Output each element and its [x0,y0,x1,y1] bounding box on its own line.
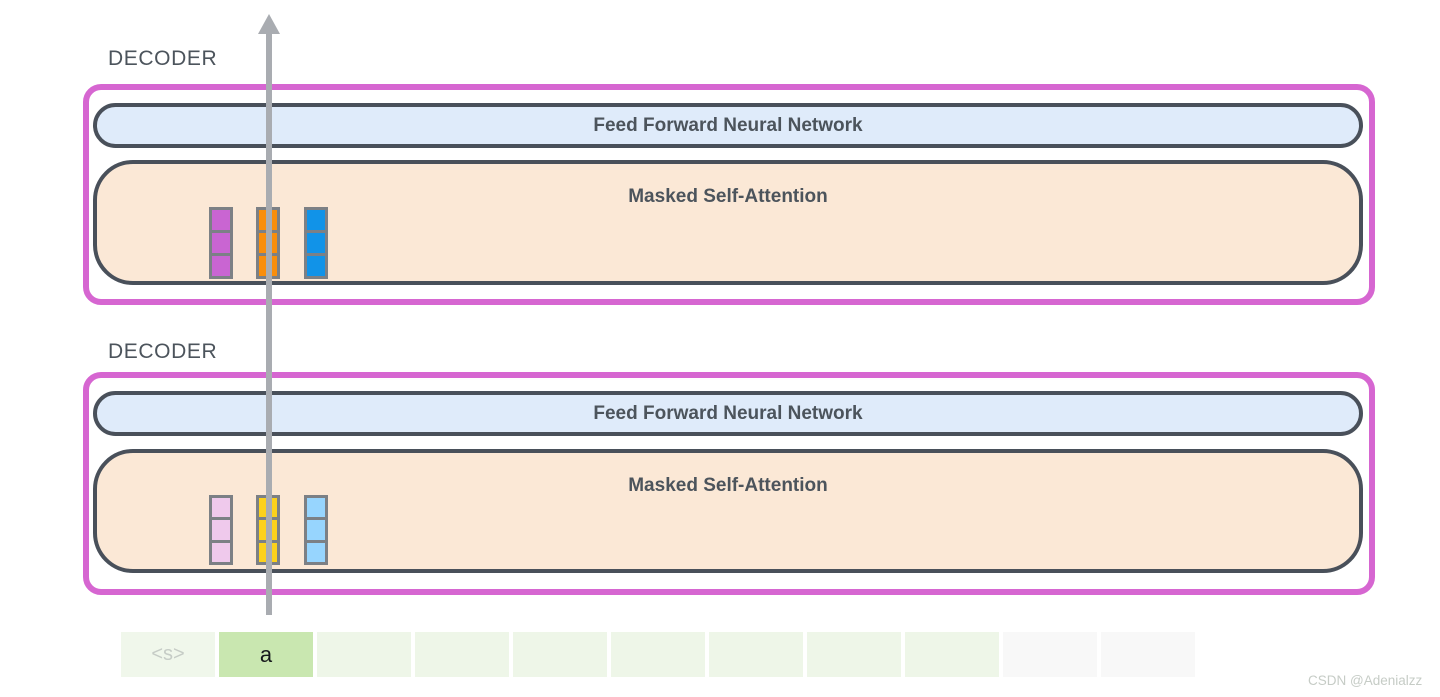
masked-self-attention-label-top: Masked Self-Attention [628,186,828,207]
vector-cell [307,233,325,253]
vector-cell [212,256,230,276]
vector-cell [307,256,325,276]
feed-forward-box-bottom: Feed Forward Neural Network [93,391,1363,436]
decoder-block-top: Feed Forward Neural Network Masked Self-… [83,84,1375,305]
vector-cell [307,520,325,540]
vector-cell [307,542,325,562]
token-cell-empty [513,632,607,677]
feed-forward-label-top: Feed Forward Neural Network [593,114,863,136]
token-vector-blue [304,207,328,279]
flow-arrow-line [266,31,272,615]
token-row: <s> a [121,632,1195,677]
masked-self-attention-box-top: Masked Self-Attention [93,160,1363,285]
token-cell-current: a [219,632,313,677]
token-cell-empty [611,632,705,677]
decoder-label-bottom: DECODER [108,340,218,363]
feed-forward-label-bottom: Feed Forward Neural Network [593,402,863,424]
vector-cell [212,233,230,253]
vector-cell [212,520,230,540]
vector-cell [307,498,325,518]
watermark-text: CSDN @Adenialzz [1308,673,1423,688]
token-cell-empty-gray [1003,632,1097,677]
token-vector-light-pink [209,495,233,565]
token-cell-empty [415,632,509,677]
token-cell-empty [317,632,411,677]
feed-forward-box-top: Feed Forward Neural Network [93,103,1363,148]
token-vector-light-blue [304,495,328,565]
vector-cell [212,498,230,518]
masked-self-attention-label-bottom: Masked Self-Attention [628,475,828,496]
flow-arrow-head-icon [258,14,280,34]
token-cell-start: <s> [121,632,215,677]
token-cell-empty [807,632,901,677]
vector-cell [212,542,230,562]
decoder-label-top: DECODER [108,47,218,70]
decoder-block-bottom: Feed Forward Neural Network Masked Self-… [83,372,1375,595]
masked-self-attention-box-bottom: Masked Self-Attention [93,449,1363,573]
token-cell-empty [905,632,999,677]
token-cell-empty-gray [1101,632,1195,677]
token-vector-purple [209,207,233,279]
vector-cell [212,210,230,230]
vector-cell [307,210,325,230]
token-cell-empty [709,632,803,677]
